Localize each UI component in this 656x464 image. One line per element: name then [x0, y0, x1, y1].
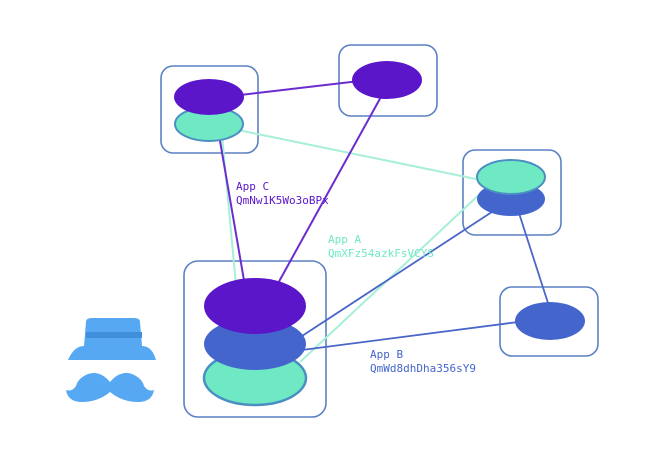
node-topright-purple-disk[interactable]: [352, 61, 422, 99]
edge-blue-main-right: [301, 207, 499, 337]
app-a-hash-label: QmXFz54azkFsVCYS: [328, 247, 434, 260]
node-box-topright: [338, 44, 438, 117]
edge-mint-topleft-right: [237, 129, 477, 180]
edge-mint-topleft-main: [221, 134, 237, 286]
node-box-right: [462, 149, 562, 236]
edge-purple-topleft-topright: [231, 79, 369, 97]
node-box-topleft: [160, 65, 259, 154]
node-bottomright-blue-disk[interactable]: [515, 302, 585, 340]
app-b-hash-label: QmWd8dhDha356sY9: [370, 362, 476, 375]
node-topleft-purple-disk[interactable]: [174, 79, 244, 115]
edge-blue-main-bottomright: [301, 321, 519, 351]
app-c-name-label: App C: [236, 180, 269, 193]
edge-purple-topright-main: [275, 94, 383, 288]
node-box-bottomright: [499, 286, 599, 357]
node-right-mint-disk[interactable]: [476, 159, 546, 195]
mustache-icon: [66, 373, 154, 402]
app-b-name-label: App B: [370, 348, 403, 361]
edge-blue-right-bottomright: [517, 209, 549, 304]
app-c-hash-label: QmNw1K5Wo3oBPx: [236, 194, 329, 207]
node-main-purple-disk[interactable]: [204, 278, 306, 334]
app-a-name-label: App A: [328, 233, 361, 246]
hat-icon: [68, 318, 156, 360]
node-main-blue-disk[interactable]: [204, 318, 306, 370]
